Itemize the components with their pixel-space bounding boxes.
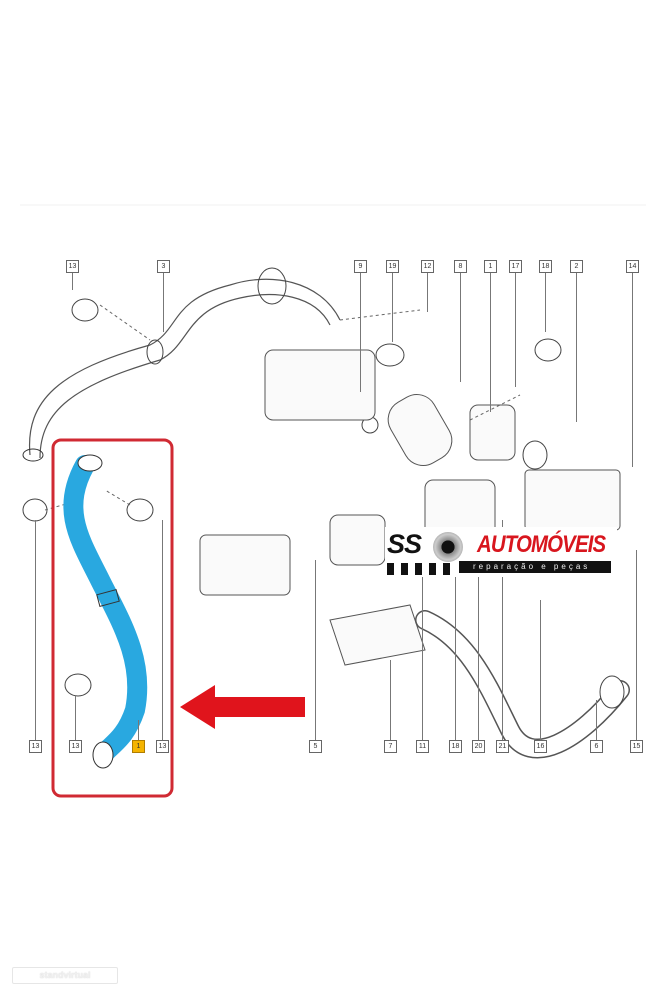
clamp: [534, 338, 562, 362]
logo-ss: SS: [387, 529, 422, 559]
part-tag: 3: [157, 260, 170, 273]
part-tag: 9: [354, 260, 367, 273]
part-tag: 1: [484, 260, 497, 273]
upper-hose: [28, 278, 341, 456]
part-tag: 18: [449, 740, 462, 753]
clamp: [71, 298, 99, 322]
part-tag: 11: [416, 740, 429, 753]
part-tag: 18: [539, 260, 552, 273]
part-tag: 19: [386, 260, 399, 273]
part-tag: 20: [472, 740, 485, 753]
watermark: standvirtual: [12, 967, 118, 984]
ss-automoveis-logo: SS AUTOMÓVEIS reparação e peças: [385, 527, 617, 577]
part-tag-highlighted: 1: [132, 740, 145, 753]
logo-tagline: reparação e peças: [473, 562, 591, 571]
part-tag: 6: [590, 740, 603, 753]
brake-disc-icon: [433, 532, 463, 562]
part-tag: 7: [384, 740, 397, 753]
clamp: [22, 498, 48, 522]
part-tag: 17: [509, 260, 522, 273]
part-tag: 21: [496, 740, 509, 753]
pointer-arrow: [180, 685, 305, 729]
highlighted-hose: [63, 455, 148, 765]
part-tag: 16: [534, 740, 547, 753]
clamp: [126, 498, 154, 522]
part-tag: 13: [156, 740, 169, 753]
part-tag: 5: [309, 740, 322, 753]
logo-brand: AUTOMÓVEIS: [477, 531, 606, 558]
part-tag: 13: [66, 260, 79, 273]
part-tag: 8: [454, 260, 467, 273]
part-tag: 12: [421, 260, 434, 273]
clamp: [522, 440, 548, 470]
part-tag: 2: [570, 260, 583, 273]
part-tag: 15: [630, 740, 643, 753]
part-tag: 13: [69, 740, 82, 753]
checkered-flag-icon: [387, 563, 457, 575]
clamp: [64, 673, 92, 697]
highlight-frame: [51, 438, 174, 798]
part-tag: 13: [29, 740, 42, 753]
clamp: [375, 343, 405, 367]
part-tag: 14: [626, 260, 639, 273]
